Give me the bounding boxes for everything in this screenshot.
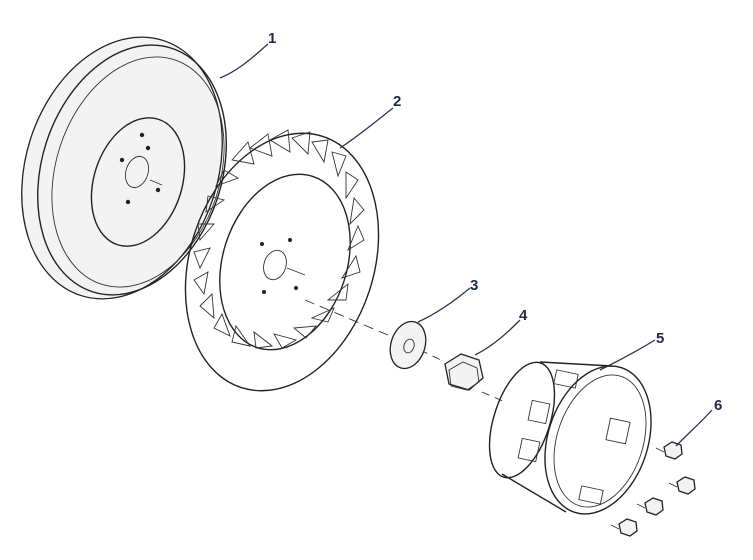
callout-4: 4 bbox=[519, 307, 528, 324]
part-2-fan bbox=[184, 129, 380, 392]
part-3-washer bbox=[389, 320, 427, 370]
leader-5 bbox=[599, 339, 656, 371]
leader-lines bbox=[219, 43, 713, 447]
leader-3 bbox=[417, 287, 471, 323]
callout-5: 5 bbox=[656, 330, 664, 347]
leader-2 bbox=[339, 107, 394, 149]
leader-4 bbox=[474, 319, 521, 356]
part-1-flywheel bbox=[21, 36, 227, 300]
part-5-starter-cup bbox=[488, 361, 652, 515]
leader-1 bbox=[219, 43, 269, 79]
callout-6: 6 bbox=[714, 397, 722, 414]
part-6-bolts bbox=[610, 441, 696, 537]
callout-1: 1 bbox=[268, 30, 276, 47]
callout-3: 3 bbox=[470, 277, 478, 294]
part-4-nut bbox=[444, 353, 484, 391]
callout-2: 2 bbox=[393, 93, 401, 110]
leader-6 bbox=[675, 409, 713, 447]
